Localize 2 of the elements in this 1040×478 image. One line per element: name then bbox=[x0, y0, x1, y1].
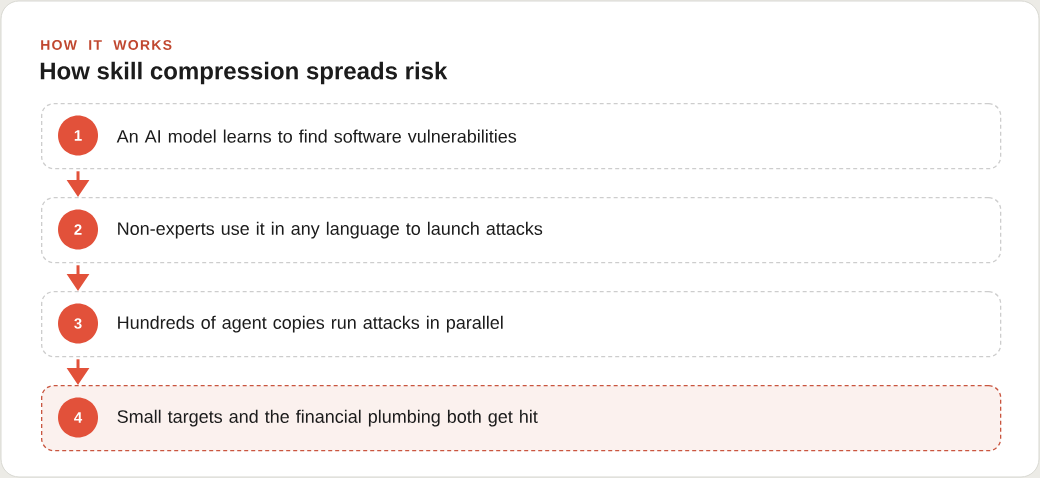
title: How skill compression spreads risk bbox=[40, 61, 448, 85]
kicker-label: HOW IT WORKS bbox=[41, 40, 172, 50]
